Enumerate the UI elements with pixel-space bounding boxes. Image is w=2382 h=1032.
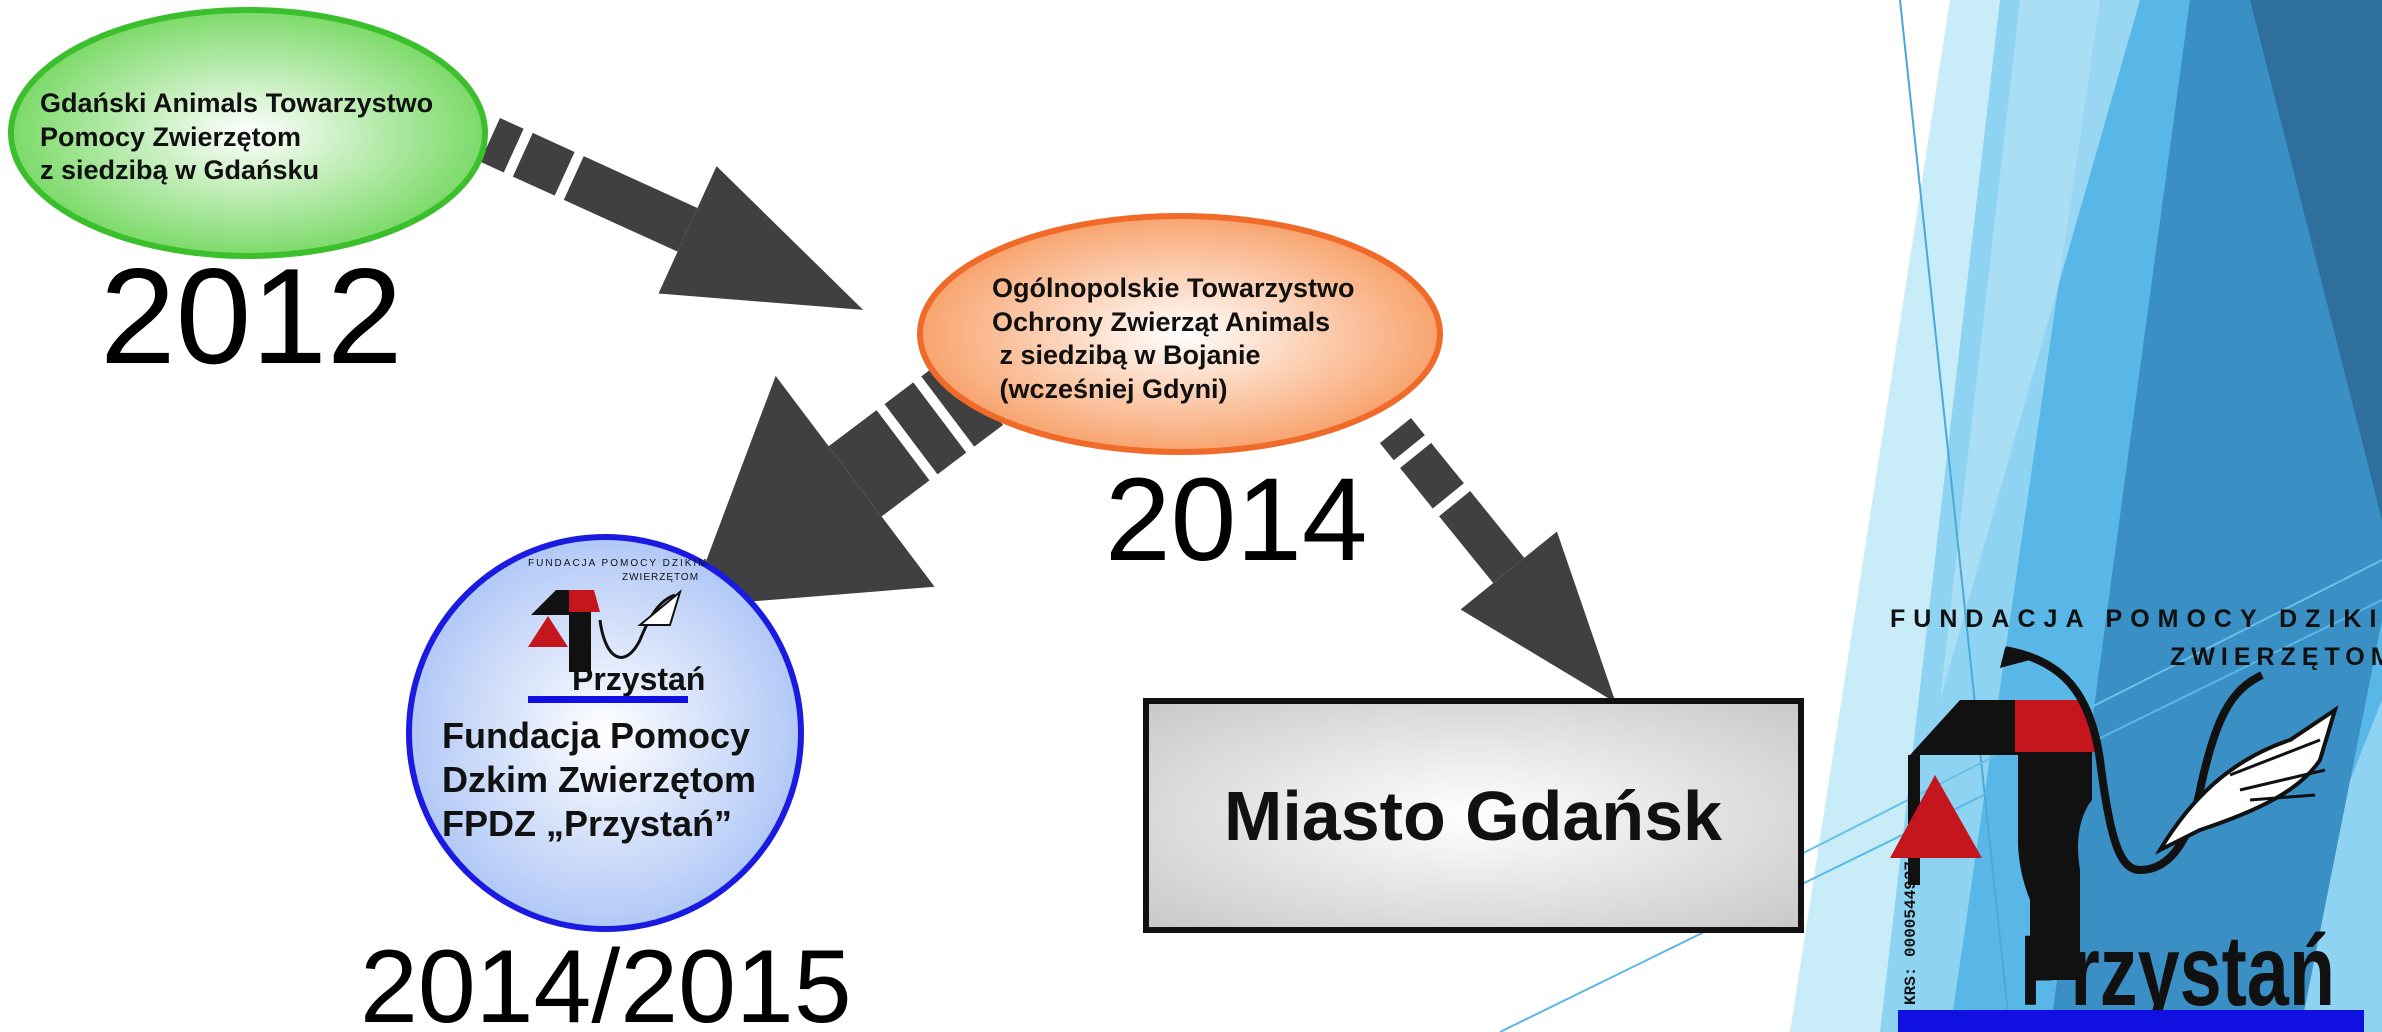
fundacja-line-3: FPDZ „Przystań”: [442, 803, 732, 844]
fundacja-line-2: Dzkim Zwierzętom: [442, 759, 756, 800]
mini-logo-org-line-2: ZWIERZĘTOM: [622, 572, 699, 583]
gdanski-line-2: Pomocy Zwierzętom: [40, 122, 301, 152]
ogolnopolskie-line-1: Ogólnopolskie Towarzystwo: [992, 273, 1355, 303]
ogolnopolskie-line-2: Ochrony Zwierząt Animals: [992, 307, 1330, 337]
logo-org-line-2: ZWIERZĘTOM: [2170, 643, 2382, 671]
node-fundacja: FUNDACJA POMOCY DZIKIM ZWIERZĘTOM Przyst…: [406, 534, 804, 932]
logo-name: Przystań: [2020, 915, 2335, 1027]
mini-logo-name: Przystań: [572, 661, 705, 697]
arrow-2014-to-miasto: [1379, 418, 1616, 703]
miasto-label: Miasto Gdańsk: [1224, 777, 1722, 855]
year-2014: 2014: [1105, 454, 1368, 586]
node-miasto-gdansk: Miasto Gdańsk: [1143, 698, 1804, 933]
fundacja-line-1: Fundacja Pomocy: [442, 715, 750, 756]
gdanski-line-3: z siedzibą w Gdańsku: [40, 155, 319, 185]
node-ogolnopolskie: Ogólnopolskie Towarzystwo Ochrony Zwierz…: [917, 213, 1443, 455]
fundacja-mini-logo: FUNDACJA POMOCY DZIKIM ZWIERZĘTOM Przyst…: [528, 558, 709, 703]
year-2012: 2012: [100, 240, 403, 392]
ogolnopolskie-line-4: (wcześniej Gdyni): [992, 374, 1228, 404]
node-gdanski-animals: Gdański Animals Towarzystwo Pomocy Zwier…: [8, 7, 488, 259]
mini-logo-org-line-1: FUNDACJA POMOCY DZIKIM: [528, 558, 709, 569]
ogolnopolskie-line-3: z siedzibą w Bojanie: [992, 340, 1261, 370]
przystan-logo: FUNDACJA POMOCY DZIKIM ZWIERZĘTOM Przyst…: [1890, 605, 2382, 1032]
year-2014-2015: 2014/2015: [360, 929, 852, 1032]
arrow-2012-to-2014: [480, 118, 864, 310]
logo-org-line-1: FUNDACJA POMOCY DZIKIM: [1890, 605, 2382, 633]
logo-krs: KRS: 0000544937: [1902, 861, 1920, 1005]
gdanski-line-1: Gdański Animals Towarzystwo: [40, 88, 433, 118]
